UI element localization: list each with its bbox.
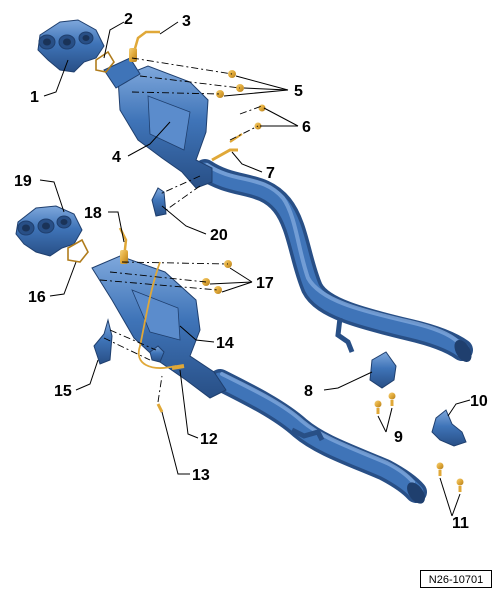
callout-14: 14 — [216, 335, 234, 352]
upper-support-bracket — [151, 187, 167, 217]
callout-4: 4 — [112, 149, 121, 166]
callout-2: 2 — [124, 11, 133, 28]
upper-oxygen-sensor — [129, 48, 137, 62]
callout-7: 7 — [266, 165, 275, 182]
lower-exhaust-manifold — [15, 205, 83, 257]
callout-13: 13 — [192, 467, 210, 484]
figure-reference-box: N26-10701 — [420, 570, 492, 588]
lower-rear-sensor — [171, 364, 185, 370]
upper-rear-sensor — [211, 148, 238, 162]
upper-exhaust-pipe — [194, 159, 473, 361]
callout-1: 1 — [30, 89, 39, 106]
callout-18: 18 — [84, 205, 102, 222]
upper-exhaust-manifold — [37, 19, 105, 73]
leader-lines — [39, 21, 471, 517]
callout-labels: 1 2 3 4 5 6 7 8 9 10 11 12 13 14 15 16 1… — [14, 11, 488, 532]
callout-3: 3 — [182, 13, 191, 30]
lower-oxygen-sensor — [120, 250, 128, 264]
lower-sensor-wire-loop — [137, 261, 177, 369]
upper-flange-nuts — [216, 70, 244, 98]
lower-pipe-hanger — [290, 427, 325, 442]
callout-10: 10 — [470, 393, 488, 410]
callout-16: 16 — [28, 289, 46, 306]
upper-oxygen-sensor-wire — [132, 30, 160, 53]
upper-clamp-bolts — [229, 104, 266, 143]
upper-manifold-gasket — [95, 50, 115, 73]
upper-pipe-hanger — [335, 317, 355, 353]
callout-9: 9 — [394, 429, 403, 446]
lower-support-bracket — [93, 318, 113, 365]
callout-5: 5 — [294, 83, 303, 100]
callout-19: 19 — [14, 173, 32, 190]
callout-12: 12 — [200, 431, 218, 448]
callout-8: 8 — [304, 383, 313, 400]
callout-11: 11 — [452, 515, 469, 532]
callout-6: 6 — [302, 119, 311, 136]
rear-mounting-bracket — [431, 409, 467, 492]
lower-bracket-bolt — [156, 403, 164, 413]
callout-15: 15 — [54, 383, 72, 400]
assembly-lines — [99, 57, 263, 403]
lower-manifold-gasket — [67, 238, 89, 263]
callout-20: 20 — [210, 227, 228, 244]
callout-17: 17 — [256, 275, 274, 292]
heat-shield-bracket — [369, 351, 397, 414]
